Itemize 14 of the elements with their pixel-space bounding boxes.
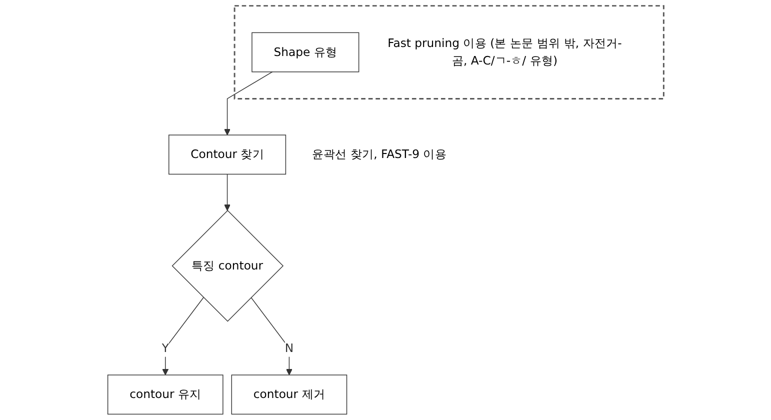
arrow [250, 297, 292, 376]
node-box: contour 유지 [107, 374, 224, 415]
node-box: contour 제거 [231, 374, 347, 415]
edge-label: Y [162, 340, 169, 355]
node-box: Contour 찾기 [168, 134, 286, 175]
node-box: Shape 유형 [251, 32, 359, 72]
node-diamond: 특징 contour [172, 210, 284, 322]
arrow [224, 174, 230, 211]
arrow [224, 72, 273, 136]
arrow [162, 297, 204, 376]
cluster [234, 5, 664, 100]
node-label: Fast pruning 이용 (본 논문 범위 밖, 자전거-곰, A-C/ㄱ-ㅎ/ 유형) [387, 36, 622, 68]
node-label: 윤곽선 찾기, FAST-9 이용 [312, 147, 446, 162]
edge-label: N [284, 340, 294, 355]
